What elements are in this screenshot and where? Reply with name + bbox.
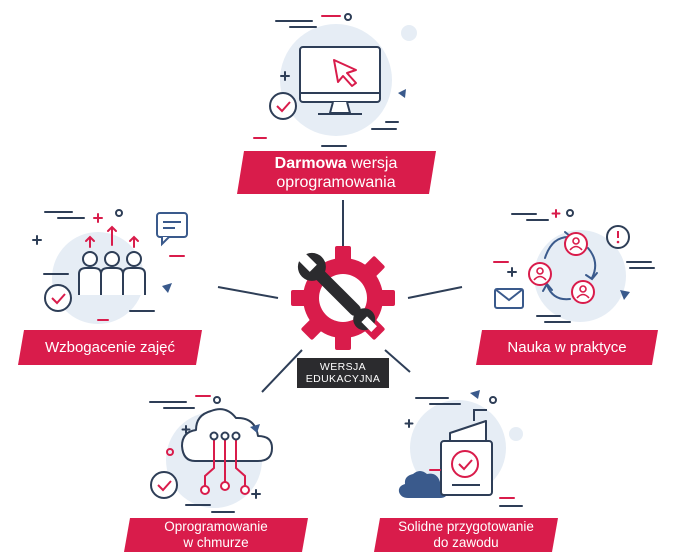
connector-bottom-left	[261, 349, 303, 393]
connector-right	[407, 286, 463, 299]
bottom-left-decoration	[149, 395, 261, 513]
left-decoration	[32, 209, 185, 321]
gear-wrench-icon	[291, 246, 395, 350]
banner-bottom-left-line2: w chmurze	[183, 535, 249, 550]
banner-bottom-right: Solidne przygotowanie do zawodu	[377, 518, 555, 552]
center-badge: WERSJA EDUKACYJNA	[297, 358, 389, 388]
connector-lines	[217, 200, 463, 393]
banner-left: Wzbogacenie zajęć	[21, 330, 199, 365]
banner-top-bold: Darmowa	[274, 154, 347, 172]
banner-right-shape	[476, 330, 658, 365]
people-growth-icon	[44, 212, 188, 324]
banner-top-line2: oprogramowania	[276, 173, 396, 191]
center-badge-line1: WERSJA	[319, 361, 367, 373]
banner-bottom-left: Oprogramowanie w chmurze	[127, 518, 305, 552]
user-exchange-cycle-icon	[494, 225, 630, 322]
banner-left-shape	[18, 330, 202, 365]
center-badge-line2: EDUKACYJNA	[305, 373, 381, 385]
connector-left	[217, 286, 279, 299]
banner-bottom-right-line2: do zawodu	[433, 535, 499, 550]
banner-top-line1: Darmowa wersja	[275, 154, 398, 173]
cloud-network-icon	[150, 408, 273, 508]
bottom-right-decoration	[404, 390, 523, 507]
banner-bottom-right-line1: Solidne przygotowanie	[398, 519, 534, 534]
right-decoration	[493, 209, 655, 323]
top-decoration	[253, 13, 417, 147]
banner-right-title: Nauka w praktyce	[507, 339, 627, 356]
banner-top: Darmowa wersja oprogramowania	[240, 151, 432, 194]
banner-top-rest: wersja	[351, 154, 398, 172]
banner-top-shape	[237, 151, 436, 194]
banner-left-title: Wzbogacenie zajęć	[44, 339, 176, 356]
monitor-cursor-icon	[269, 24, 392, 136]
banner-right: Nauka w praktyce	[479, 330, 655, 365]
banner-bottom-right-shape	[374, 518, 558, 552]
connector-bottom-right	[384, 349, 411, 373]
certified-document-icon	[398, 400, 506, 498]
banner-bottom-left-line1: Oprogramowanie	[164, 519, 268, 534]
banner-bottom-left-shape	[124, 518, 308, 552]
